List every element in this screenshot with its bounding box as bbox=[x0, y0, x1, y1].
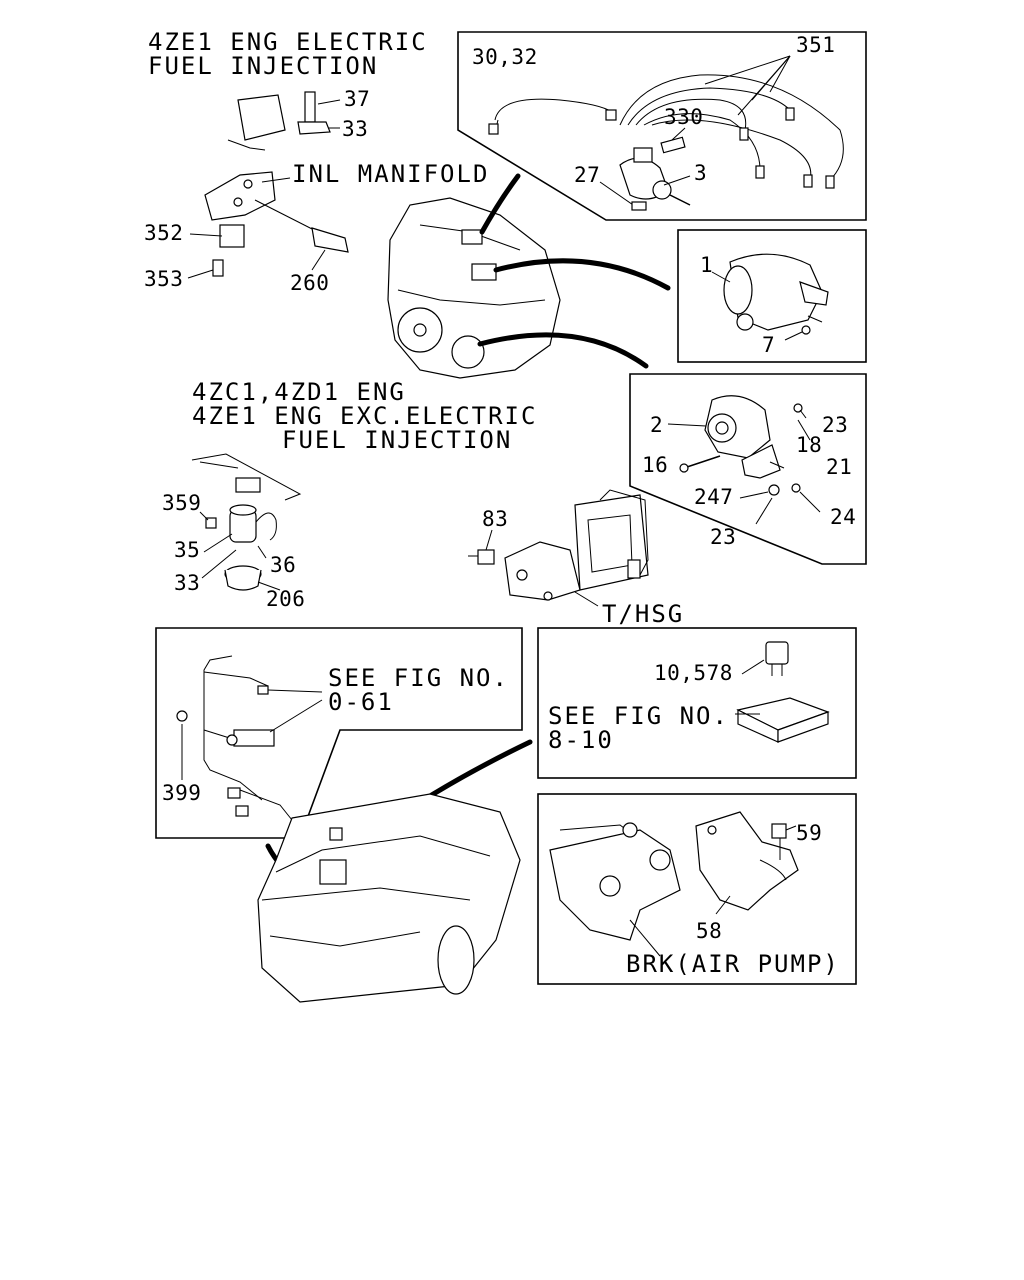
callout-2: 2 bbox=[650, 413, 663, 437]
harness-panel: SEE FIG NO. 0-61 399 bbox=[155, 627, 523, 839]
efi-caption-line1: 4ZE1 ENG ELECTRIC bbox=[148, 28, 428, 56]
callout-24: 24 bbox=[830, 505, 856, 529]
callout-1: 1 bbox=[700, 253, 713, 277]
callout-21: 21 bbox=[826, 455, 852, 479]
engine-illustration bbox=[387, 173, 671, 379]
callout-23-upper: 23 bbox=[822, 413, 848, 437]
callout-58: 58 bbox=[696, 919, 722, 943]
air-pump-bracket-panel: 59 58 BRK(AIR PUMP) bbox=[537, 793, 857, 985]
callout-7: 7 bbox=[762, 333, 775, 357]
callout-30-32: 30,32 bbox=[472, 45, 538, 69]
fuel-pump-assembly: 359 35 36 33 206 bbox=[162, 453, 305, 611]
relay-panel: 10,578 SEE FIG NO. 8-10 bbox=[537, 627, 857, 779]
efi-caption-line2: FUEL INJECTION bbox=[148, 52, 378, 80]
inl-manifold-caption: INL MANIFOLD bbox=[292, 160, 489, 188]
callout-247: 247 bbox=[694, 485, 733, 509]
brk-air-pump-caption: BRK(AIR PUMP) bbox=[626, 950, 840, 978]
exc-caption-line1: 4ZC1,4ZD1 ENG bbox=[192, 378, 406, 406]
distributor-part bbox=[619, 147, 691, 206]
callout-18: 18 bbox=[796, 433, 822, 457]
see-fig-caption-2: SEE FIG NO. bbox=[548, 702, 729, 730]
callout-27: 27 bbox=[574, 163, 600, 187]
t-hsg-caption: T/HSG bbox=[602, 600, 684, 628]
callout-37: 37 bbox=[344, 87, 370, 111]
callout-260: 260 bbox=[290, 271, 329, 295]
transmission-housing-sensor: 83 T/HSG bbox=[468, 489, 684, 628]
callout-83: 83 bbox=[482, 507, 508, 531]
callout-10-578: 10,578 bbox=[654, 661, 733, 685]
starter-motor-part bbox=[723, 253, 829, 331]
starter-panel: 1 7 bbox=[677, 229, 867, 363]
inlet-manifold-sensors: 37 33 INL MANIFOLD 352 353 260 bbox=[144, 87, 489, 295]
see-fig-caption-1: SEE FIG NO. bbox=[328, 664, 509, 692]
see-fig-number-2: 8-10 bbox=[548, 726, 614, 754]
callout-351: 351 bbox=[796, 33, 835, 57]
callout-359: 359 bbox=[162, 491, 201, 515]
alternator-panel: 2 23 18 16 21 247 24 23 bbox=[629, 373, 867, 565]
truck-front-illustration bbox=[257, 793, 521, 1003]
callout-33-lower: 33 bbox=[174, 571, 200, 595]
callout-399: 399 bbox=[162, 781, 201, 805]
callout-206: 206 bbox=[266, 587, 305, 611]
callout-330: 330 bbox=[664, 105, 703, 129]
callout-3: 3 bbox=[694, 161, 707, 185]
callout-352: 352 bbox=[144, 221, 183, 245]
callout-59: 59 bbox=[796, 821, 822, 845]
callout-16: 16 bbox=[642, 453, 668, 477]
callout-35: 35 bbox=[174, 538, 200, 562]
exc-caption-line3: FUEL INJECTION bbox=[282, 426, 512, 454]
see-fig-number-1: 0-61 bbox=[328, 688, 394, 716]
callout-33-upper: 33 bbox=[342, 117, 368, 141]
callout-353: 353 bbox=[144, 267, 183, 291]
exc-caption-line2: 4ZE1 ENG EXC.ELECTRIC bbox=[192, 402, 537, 430]
callout-36: 36 bbox=[270, 553, 296, 577]
callout-23-lower: 23 bbox=[710, 525, 736, 549]
alternator-part bbox=[704, 395, 771, 459]
ignition-cable-panel: 30,32 351 330 27 3 bbox=[457, 31, 867, 221]
